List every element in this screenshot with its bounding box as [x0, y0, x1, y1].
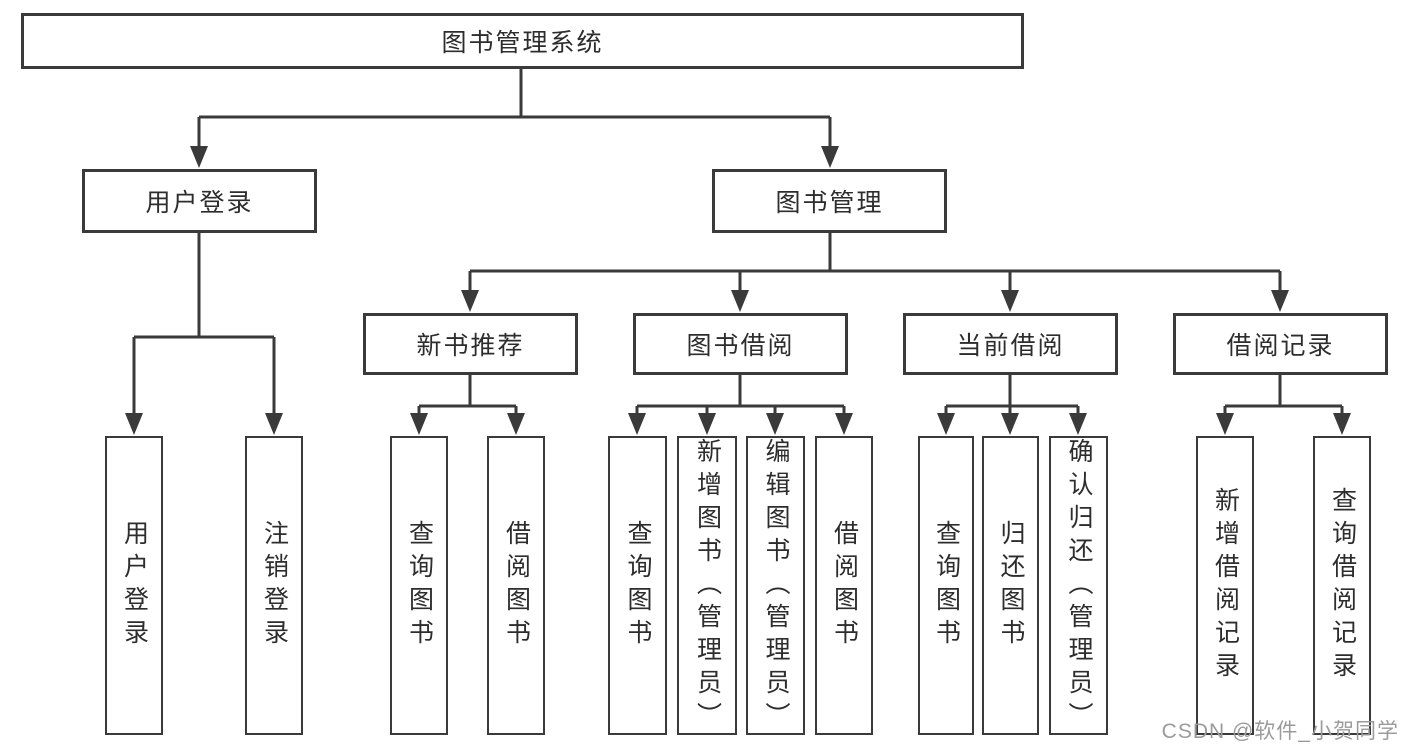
leaf-query-books-borrow: 查询图书	[608, 436, 667, 735]
leaf-logout: 注销登录	[245, 436, 303, 735]
connector-path	[132, 68, 1344, 418]
down-arrow	[125, 413, 143, 435]
leaf-add-borrow-record: 新增借阅记录	[1196, 436, 1254, 735]
down-arrow	[835, 413, 853, 435]
node-book-management: 图书管理	[712, 169, 947, 233]
node-book-borrow: 图书借阅	[633, 313, 848, 375]
arrowheads	[125, 146, 1351, 435]
leaf-add-book-admin: 新增图书（管理员）	[677, 436, 737, 735]
leaf-borrow-books: 借阅图书	[815, 436, 873, 735]
leaf-query-books-current: 查询图书	[918, 436, 974, 735]
down-arrow	[628, 413, 646, 435]
leaf-borrow-books-recommend: 借阅图书	[487, 436, 545, 735]
down-arrow	[731, 290, 749, 312]
down-arrow	[1271, 290, 1289, 312]
leaf-user-login: 用户登录	[105, 436, 163, 735]
down-arrow	[461, 290, 479, 312]
down-arrow	[190, 146, 208, 168]
node-borrow-records: 借阅记录	[1173, 313, 1388, 375]
node-new-book-recommend: 新书推荐	[363, 313, 578, 375]
down-arrow	[410, 413, 428, 435]
down-arrow	[821, 146, 839, 168]
down-arrow	[1069, 413, 1087, 435]
down-arrow	[698, 413, 716, 435]
leaf-edit-book-admin: 编辑图书（管理员）	[746, 436, 805, 735]
down-arrow	[937, 413, 955, 435]
down-arrow	[1333, 413, 1351, 435]
down-arrow	[265, 413, 283, 435]
watermark: CSDN @软件_小贺同学	[1161, 720, 1399, 743]
down-arrow	[1001, 290, 1019, 312]
down-arrow	[1216, 413, 1234, 435]
leaf-confirm-return-admin: 确认归还（管理员）	[1049, 436, 1108, 735]
down-arrow	[766, 413, 784, 435]
leaf-query-books-recommend: 查询图书	[390, 436, 448, 735]
node-user-login: 用户登录	[82, 169, 317, 233]
leaf-query-borrow-record: 查询借阅记录	[1313, 436, 1371, 735]
down-arrow	[507, 413, 525, 435]
node-current-borrow: 当前借阅	[903, 313, 1118, 375]
leaf-return-book: 归还图书	[982, 436, 1039, 735]
down-arrow	[1001, 413, 1019, 435]
node-root: 图书管理系统	[21, 13, 1024, 69]
